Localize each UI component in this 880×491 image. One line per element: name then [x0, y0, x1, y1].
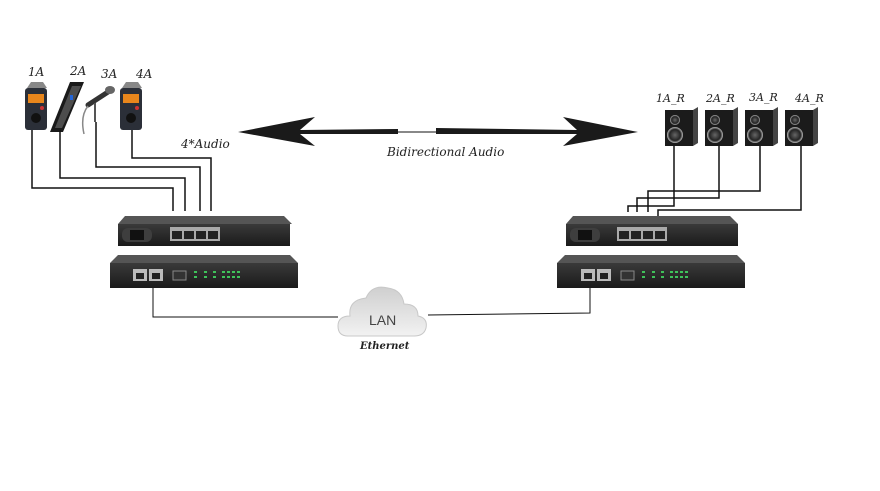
source-label-1a: 1A	[28, 65, 45, 79]
status-leds-icon	[642, 271, 688, 278]
source-2a-keyboard-icon	[50, 82, 84, 132]
speaker-2a-r-icon	[705, 107, 738, 146]
sfp-port-icon	[172, 270, 187, 281]
source-cables	[31, 122, 212, 211]
speaker-1a-r-icon	[665, 107, 698, 146]
speaker-cables	[627, 146, 802, 216]
status-leds-icon	[194, 271, 240, 278]
lan-cloud-label: LAN	[369, 312, 397, 328]
left-network-device	[110, 255, 298, 288]
bidirectional-arrow-icon	[238, 117, 638, 146]
ethernet-label: Ethernet	[360, 341, 410, 352]
left-audio-device	[118, 216, 292, 246]
right-network-device	[557, 255, 745, 288]
ethernet-cables	[152, 288, 591, 318]
source-1a-recorder-icon	[25, 82, 47, 130]
sfp-port-icon	[620, 270, 635, 281]
receiver-label-1a-r: 1A_R	[656, 92, 685, 105]
source-4a-recorder-icon	[120, 82, 142, 130]
audio-ports-icon	[170, 227, 220, 241]
speaker-4a-r-icon	[785, 107, 818, 146]
source-label-3a: 3A	[101, 67, 118, 81]
audio-ports-icon	[617, 227, 667, 241]
receiver-label-4a-r: 4A_R	[795, 92, 824, 105]
receiver-label-2a-r: 2A_R	[706, 92, 735, 105]
right-audio-device	[566, 216, 738, 246]
lan-cloud-icon	[337, 286, 427, 337]
receiver-label-3a-r: 3A_R	[749, 91, 778, 104]
source-3a-microphone-icon	[81, 86, 115, 135]
speaker-3a-r-icon	[745, 107, 778, 146]
source-label-4a: 4A	[136, 67, 153, 81]
bidirectional-audio-label: Bidirectional Audio	[387, 145, 505, 159]
source-label-2a: 2A	[70, 64, 87, 78]
audio-bundle-label: 4*Audio	[181, 137, 230, 151]
